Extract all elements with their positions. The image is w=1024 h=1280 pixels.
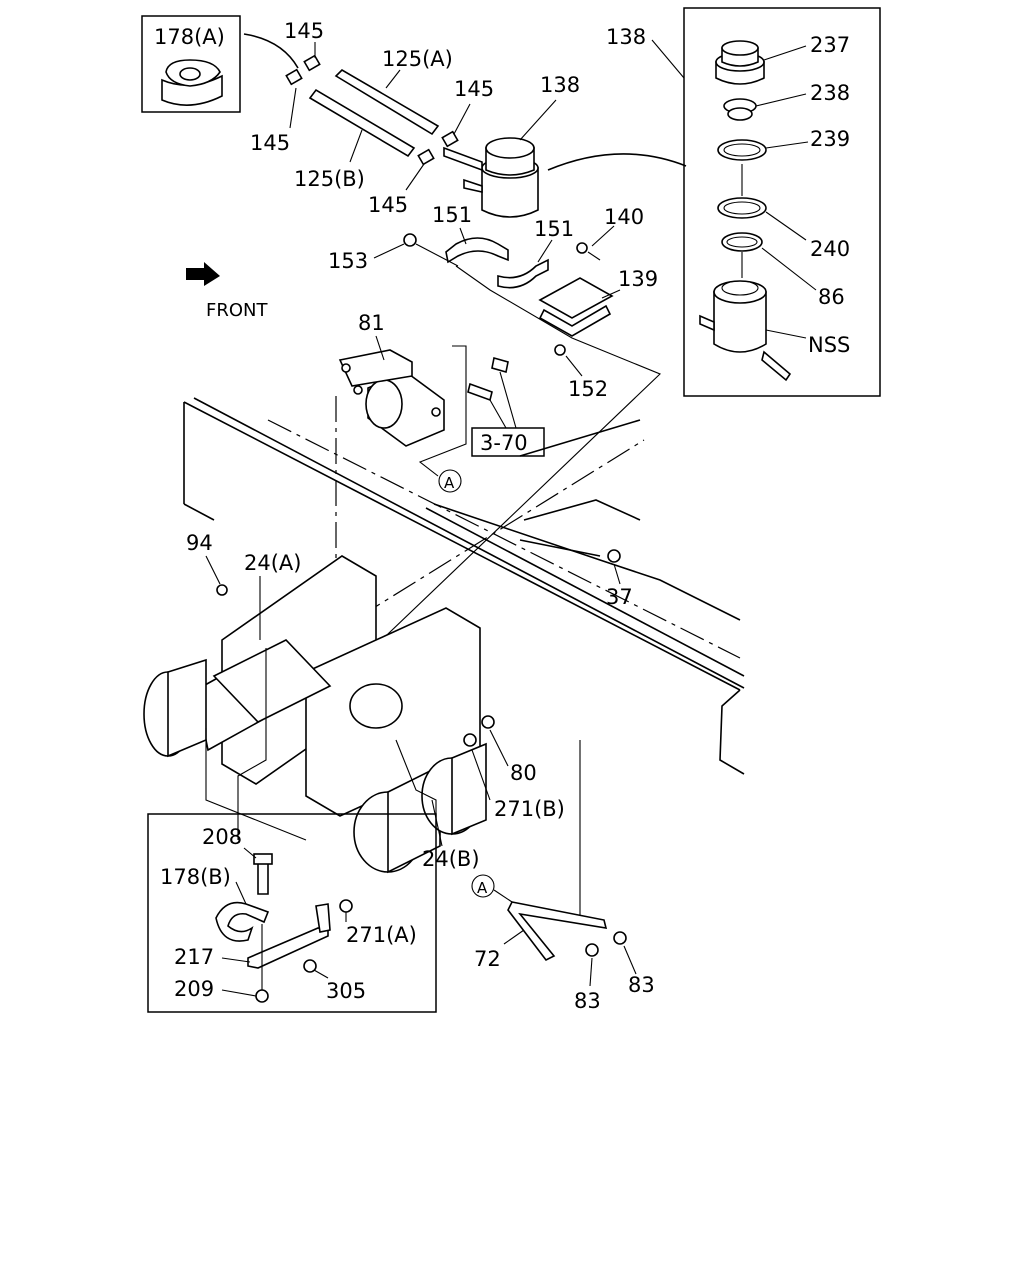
callout-labels: 178(A) 145 145 145 145 125(A) 125(B) 138… — [154, 19, 850, 1013]
label-24a: 24(A) — [244, 551, 301, 575]
label-271a: 271(A) — [346, 923, 417, 947]
label-94: 94 — [186, 531, 213, 555]
leaders-inset — [221, 847, 347, 997]
leaders-hoses — [289, 42, 471, 191]
label-208: 208 — [202, 825, 242, 849]
clip-icon — [417, 148, 435, 166]
ref-a-upper — [418, 345, 467, 493]
inset-bottom-left — [147, 813, 437, 1013]
frame-rail — [183, 397, 745, 775]
ref-a-label: A — [477, 879, 488, 897]
label-139: 139 — [618, 267, 658, 291]
centerline — [267, 419, 741, 659]
inset-138 — [683, 7, 881, 397]
filter-86 — [721, 232, 763, 252]
label-237: 237 — [810, 33, 850, 57]
label-271b: 271(B) — [494, 797, 565, 821]
bolt-80-icon — [481, 715, 495, 729]
leaders-assembly — [205, 555, 621, 847]
label-138: 138 — [540, 73, 580, 97]
label-3-70: 3-70 — [480, 431, 528, 455]
label-125b: 125(B) — [294, 167, 365, 191]
label-nss: NSS — [808, 333, 850, 357]
valve-assembly — [143, 549, 621, 920]
body-nss — [699, 280, 792, 382]
label-217: 217 — [174, 945, 214, 969]
label-125a: 125(A) — [382, 47, 453, 71]
label-153: 153 — [328, 249, 368, 273]
clip-icon — [285, 68, 303, 86]
label-145: 145 — [368, 193, 408, 217]
clip-icon — [303, 54, 321, 72]
label-145: 145 — [250, 131, 290, 155]
label-86: 86 — [818, 285, 845, 309]
label-238: 238 — [810, 81, 850, 105]
label-151: 151 — [432, 203, 472, 227]
label-239: 239 — [810, 127, 850, 151]
label-80: 80 — [510, 761, 537, 785]
label-145: 145 — [284, 19, 324, 43]
hoses-125 — [285, 54, 459, 166]
leaders-72 — [493, 889, 637, 987]
clip-icon — [441, 130, 459, 148]
label-37: 37 — [606, 585, 633, 609]
label-24b: 24(B) — [422, 847, 480, 871]
label-178b: 178(B) — [160, 865, 231, 889]
label-240: 240 — [810, 237, 850, 261]
seal-238 — [723, 98, 757, 121]
label-140: 140 — [604, 205, 644, 229]
ref-a-label: A — [444, 474, 455, 492]
ring-239 — [717, 139, 767, 161]
label-209: 209 — [174, 977, 214, 1001]
label-front: FRONT — [206, 300, 268, 321]
label-151: 151 — [534, 217, 574, 241]
brackets-151 — [343, 233, 661, 677]
ring-240 — [717, 197, 767, 219]
callout-box-3-70 — [471, 371, 545, 457]
label-178a: 178(A) — [154, 25, 225, 49]
label-138: 138 — [606, 25, 646, 49]
front-arrow-icon — [186, 262, 220, 286]
nut-271b-icon — [463, 733, 477, 747]
label-145: 145 — [454, 77, 494, 101]
leaders-brackets — [373, 225, 621, 377]
label-152: 152 — [568, 377, 608, 401]
bracket-72 — [471, 874, 627, 962]
label-305: 305 — [326, 979, 366, 1003]
cap-237 — [715, 40, 765, 85]
label-83: 83 — [628, 973, 655, 997]
nut-94-icon — [216, 584, 228, 596]
bolt-37-icon — [607, 549, 621, 563]
reservoir-138 — [443, 137, 539, 218]
label-83: 83 — [574, 989, 601, 1013]
inset-178a — [141, 15, 241, 113]
leader-arrow-178a — [243, 33, 299, 69]
label-81: 81 — [358, 311, 385, 335]
leader-arrow-138 — [547, 153, 687, 171]
label-72: 72 — [474, 947, 501, 971]
